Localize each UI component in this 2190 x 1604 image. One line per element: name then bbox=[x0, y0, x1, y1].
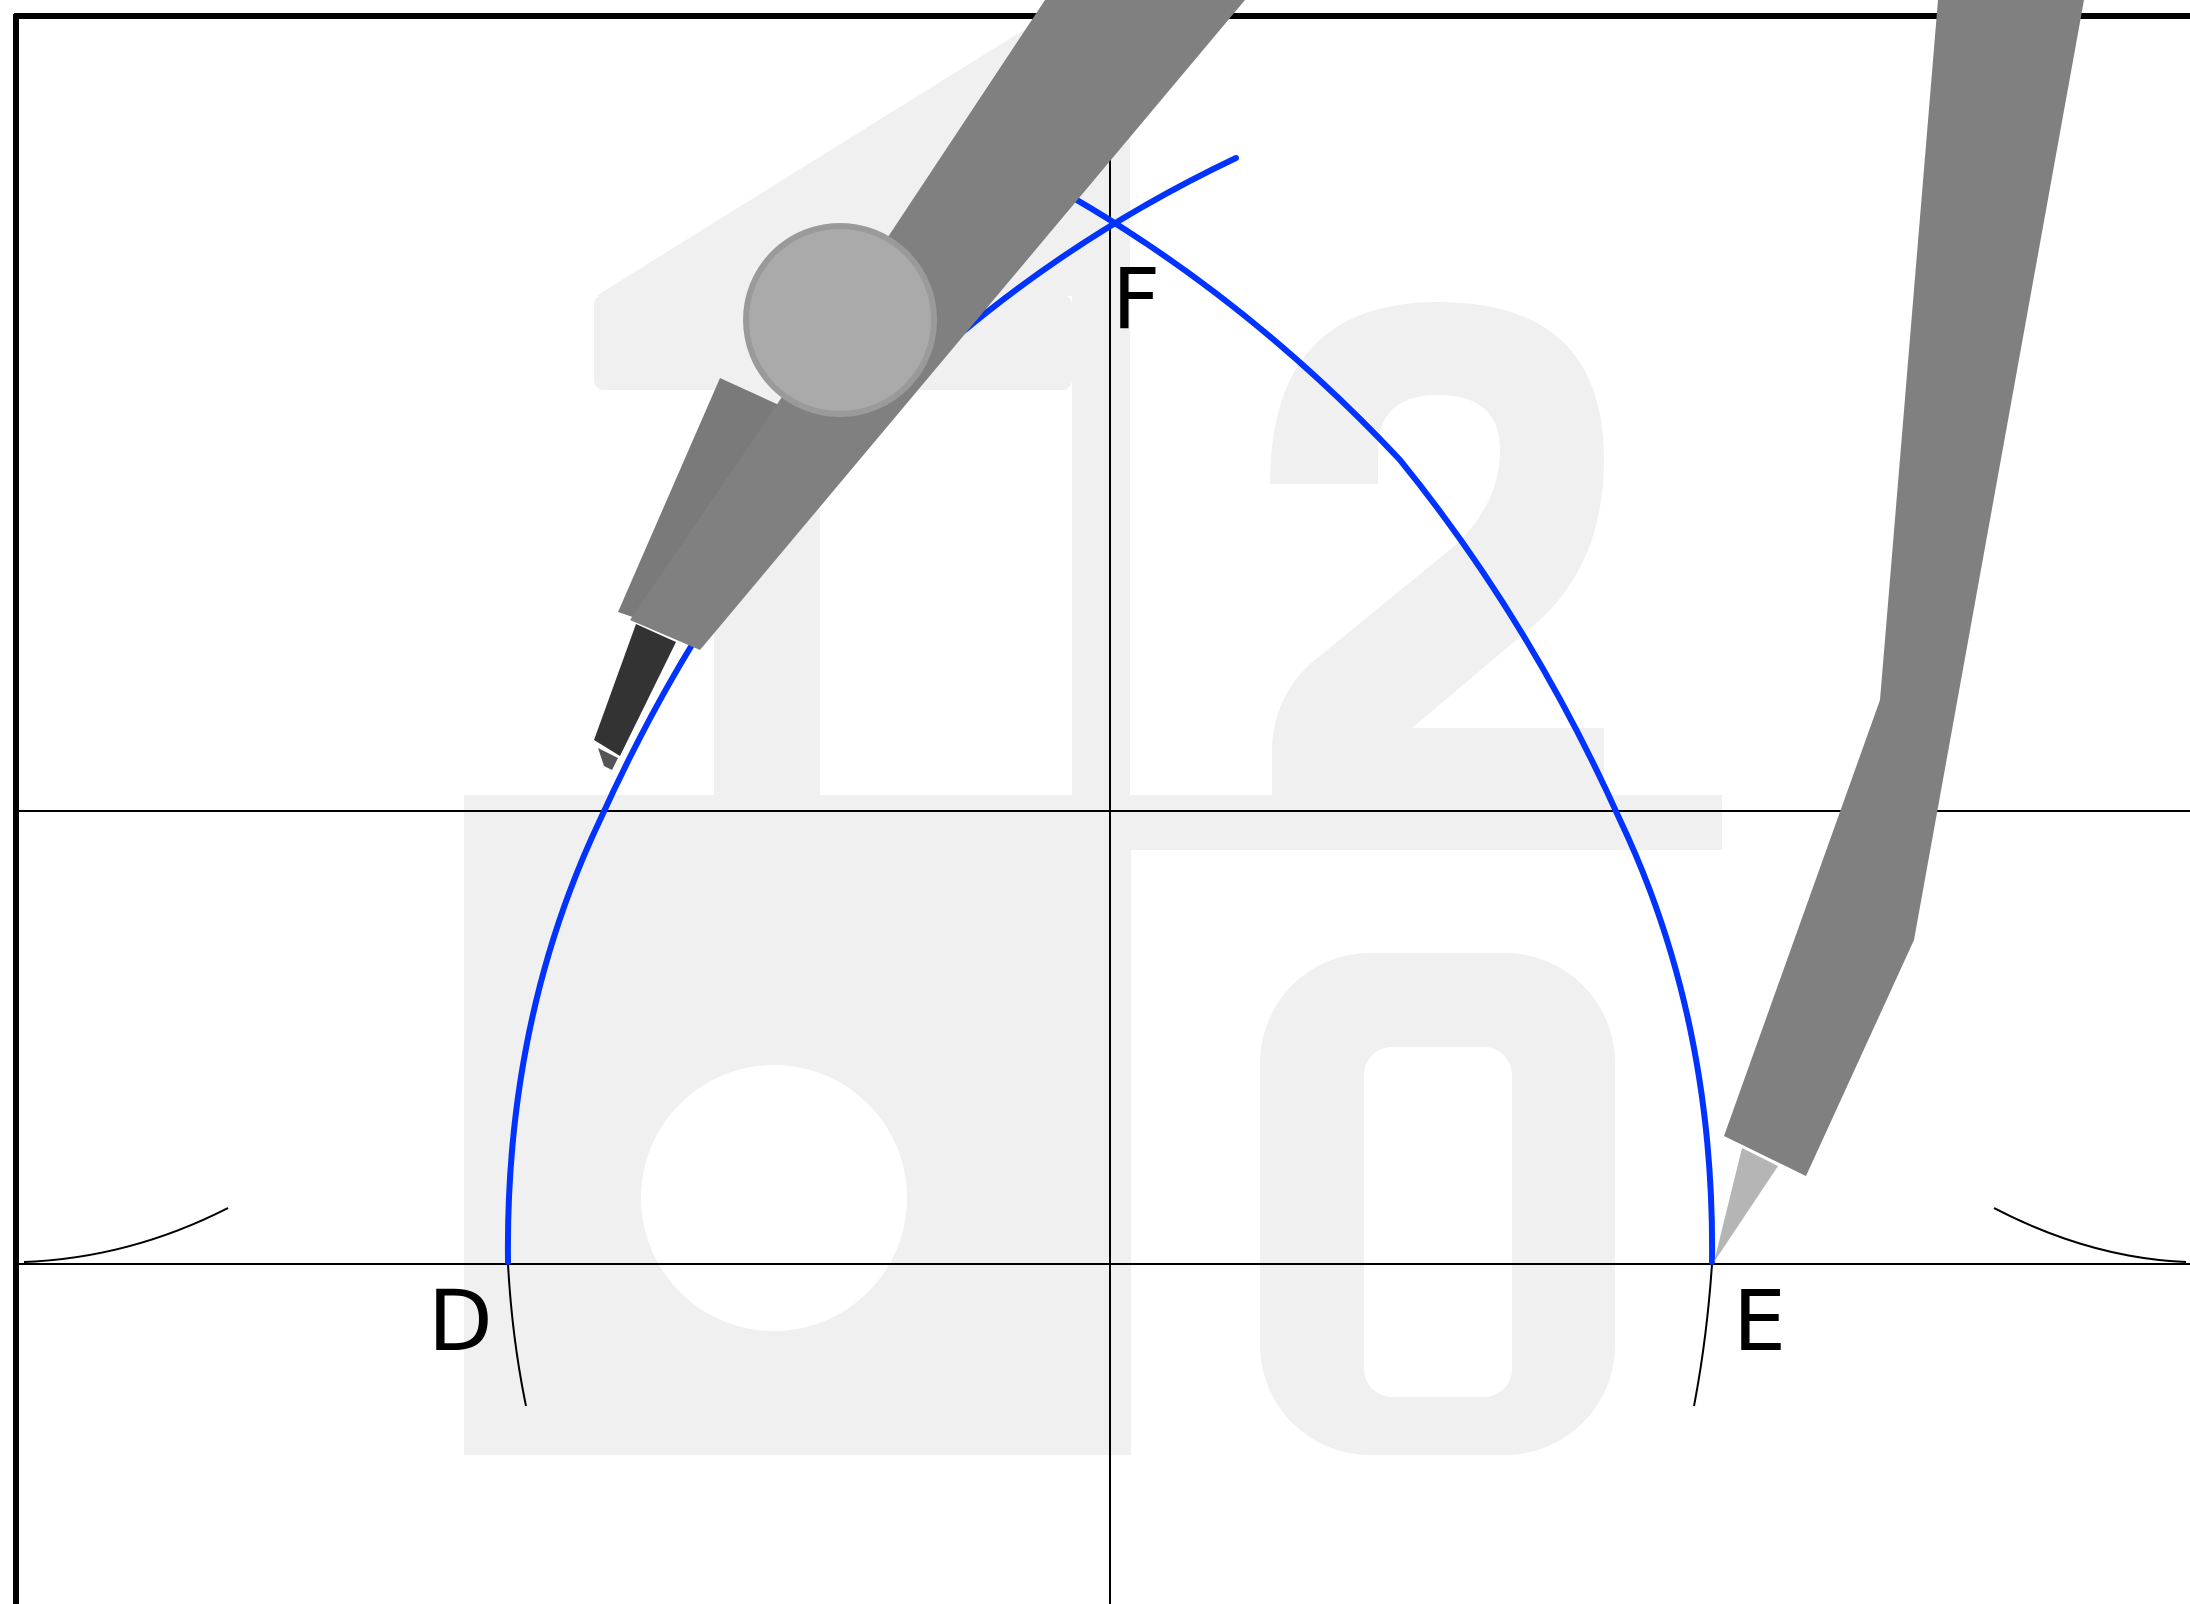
point-e-label: E bbox=[1733, 1272, 1786, 1370]
point-d-label: D bbox=[428, 1272, 493, 1370]
guide-lines bbox=[16, 16, 2190, 1604]
thin-arcs bbox=[23, 1207, 2187, 1407]
compass-hinge bbox=[746, 226, 934, 414]
arc-from-e bbox=[1067, 193, 1716, 1265]
watermark-digit-two bbox=[1270, 302, 1604, 795]
pencil-lead-tip bbox=[598, 748, 618, 770]
pencil-icon bbox=[1714, 0, 2084, 1262]
compass-hinge-shadow bbox=[743, 223, 937, 417]
arc-right-outer bbox=[1993, 1207, 2187, 1263]
compass-arm bbox=[630, 0, 1245, 650]
point-f-label: F bbox=[1112, 250, 1160, 348]
drawing-compass-icon bbox=[594, 0, 1245, 770]
pencil-body bbox=[1724, 0, 2084, 1176]
watermark-hole bbox=[641, 1065, 907, 1331]
arc-through-e bbox=[1693, 1263, 1713, 1407]
watermark-hole bbox=[820, 390, 1070, 795]
arc-left-outer bbox=[23, 1207, 229, 1263]
pencil-lead bbox=[1714, 1148, 1778, 1262]
compass-leg bbox=[618, 378, 790, 640]
arc-through-d bbox=[507, 1263, 527, 1407]
watermark-hole bbox=[1364, 1047, 1512, 1397]
pencil-lead-holder bbox=[594, 624, 676, 756]
